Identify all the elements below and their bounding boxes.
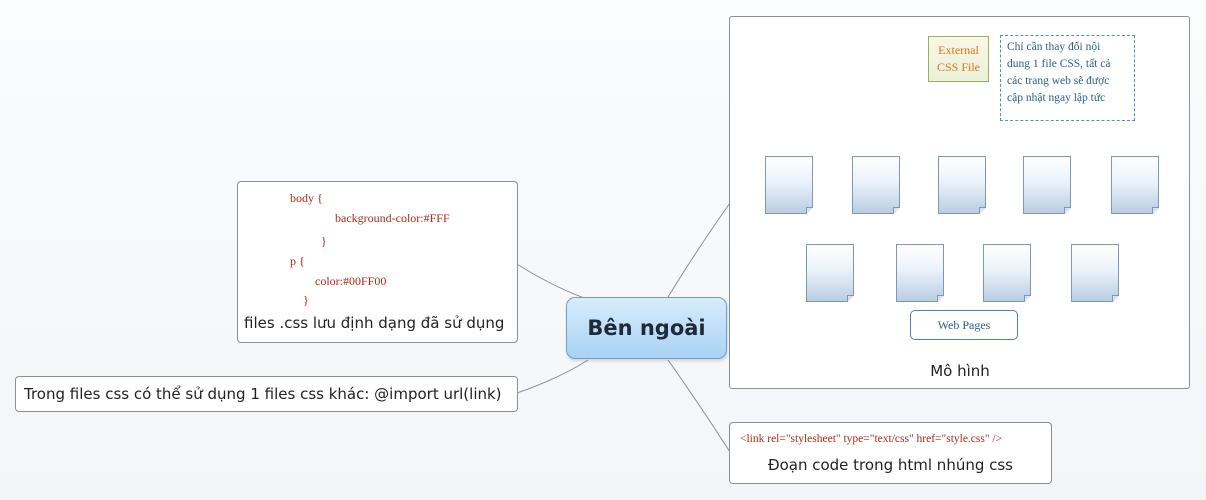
external-css-file-line: External [938, 43, 979, 57]
model-caption: Mô hình [930, 362, 990, 380]
link-node[interactable]: <link rel="stylesheet" type="text/css" h… [729, 422, 1052, 484]
code-line: body { [290, 191, 323, 205]
central-topic-label: Bên ngoài [587, 316, 706, 340]
code-line: color:#00FF00 [315, 274, 387, 288]
note-line: Chỉ cần thay đổi nội [1007, 41, 1101, 53]
import-node[interactable]: Trong files css có thể sử dụng 1 files c… [15, 376, 518, 412]
web-page-icon [765, 156, 813, 214]
web-page-icon [896, 244, 944, 302]
connector-css-file [516, 263, 585, 299]
connector-model [667, 202, 731, 298]
note-line: các trang web sẽ được [1007, 75, 1110, 87]
external-css-file: External CSS File [928, 36, 989, 82]
link-code: <link rel="stylesheet" type="text/css" h… [740, 433, 1003, 445]
web-page-icon [938, 156, 986, 214]
css-file-node[interactable]: body { background-color:#FFF } p { color… [237, 181, 518, 343]
note-line: cập nhật ngay lập tức [1007, 92, 1106, 104]
connector-link [667, 359, 731, 453]
code-line: background-color:#FFF [335, 211, 450, 225]
import-text: Trong files css có thể sử dụng 1 files c… [24, 385, 502, 403]
web-pages-label-text: Web Pages [937, 317, 991, 332]
central-topic[interactable]: Bên ngoài [566, 297, 727, 359]
web-page-icon [1111, 156, 1159, 214]
link-caption: Đoạn code trong html nhúng css [767, 456, 1014, 474]
web-page-icon [806, 244, 854, 302]
css-file-caption: files .css lưu định dạng đã sử dụng [244, 314, 505, 332]
note-line: dung 1 file CSS, tất cả [1007, 58, 1111, 70]
code-line: } [303, 293, 309, 307]
code-line: } [321, 234, 327, 248]
web-page-icon [1023, 156, 1071, 214]
note-box: Chỉ cần thay đổi nội dung 1 file CSS, tấ… [1000, 35, 1135, 121]
web-page-icon [1071, 244, 1119, 302]
code-line: p { [290, 254, 305, 268]
web-page-icon [983, 244, 1031, 302]
web-pages-label: Web Pages [910, 310, 1018, 340]
connector-import [516, 359, 589, 394]
external-css-file-line: CSS File [936, 60, 981, 74]
web-page-icon [852, 156, 900, 214]
